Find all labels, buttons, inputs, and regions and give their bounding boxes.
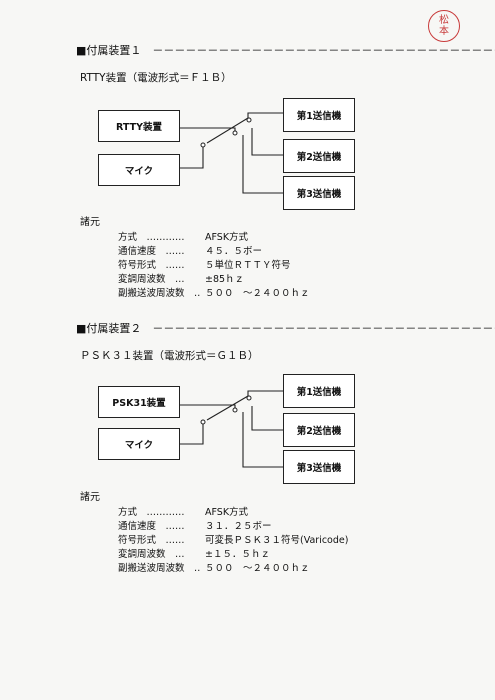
- mic-label-2: マイク: [124, 440, 154, 451]
- transmitter-1-label-s2: 第1送信機: [296, 387, 342, 398]
- rtty-device-label: RTTY装置: [116, 122, 162, 133]
- section-2-specs-title: 諸元: [80, 492, 100, 503]
- transmitter-3-box-s2: 第3送信機: [283, 450, 355, 484]
- spec-value-1-5: ５００ ～２４００ｈｚ: [205, 288, 310, 299]
- spec-key-2-2: 通信速度 ……: [118, 521, 185, 532]
- spec-value-2-4: ±１５．５ｈｚ: [205, 549, 270, 560]
- transmitter-2-label-s1: 第2送信機: [296, 152, 342, 163]
- psk31-device-box: PSK31装置: [98, 386, 180, 418]
- transmitter-1-box-s1: 第1送信機: [283, 98, 355, 132]
- transmitter-3-label-s2: 第3送信機: [296, 463, 342, 474]
- spec-key-2-1: 方式 …………: [118, 507, 185, 518]
- transmitter-1-label-s1: 第1送信機: [296, 111, 342, 122]
- section-1-specs-title: 諸元: [80, 217, 100, 228]
- seal-stamp: 松 本: [428, 10, 460, 42]
- spec-value-2-3: 可変長ＰＳＫ３１符号(Varicode): [205, 535, 349, 546]
- section-2-subtitle: ＰＳＫ３１装置（電波形式＝Ｇ１Ｂ）: [80, 350, 259, 362]
- spec-key-2-4: 変調周波数 …: [118, 549, 185, 560]
- transmitter-2-label-s2: 第2送信機: [296, 426, 342, 437]
- spec-value-1-3: ５単位ＲＴＴＹ符号: [205, 260, 291, 271]
- transmitter-3-box-s1: 第3送信機: [283, 176, 355, 210]
- seal-char-1: 松: [439, 15, 449, 26]
- spec-value-1-4: ±85ｈｚ: [205, 274, 245, 285]
- spec-key-1-5: 副搬送波周波数 ‥: [118, 288, 201, 299]
- transmitter-1-box-s2: 第1送信機: [283, 374, 355, 408]
- spec-key-1-3: 符号形式 ……: [118, 260, 185, 271]
- section-1-heading: ■付属装置１ －－－－－－－－－－－－－－－－－－－－－－－－－－－－－－－－－: [76, 44, 495, 57]
- spec-value-2-1: AFSK方式: [205, 507, 249, 518]
- spec-value-2-2: ３１．２５ボー: [205, 521, 272, 532]
- spec-key-1-1: 方式 …………: [118, 232, 185, 243]
- seal-char-2: 本: [439, 26, 449, 37]
- mic-box-1: マイク: [98, 154, 180, 186]
- transmitter-3-label-s1: 第3送信機: [296, 189, 342, 200]
- section-1-subtitle: RTTY装置（電波形式＝Ｆ１Ｂ）: [80, 72, 232, 84]
- section-2-heading: ■付属装置２ －－－－－－－－－－－－－－－－－－－－－－－－－－－－－－－－－: [76, 322, 495, 335]
- transmitter-2-box-s1: 第2送信機: [283, 139, 355, 173]
- spec-key-2-5: 副搬送波周波数 ‥: [118, 563, 201, 574]
- spec-key-2-3: 符号形式 ……: [118, 535, 185, 546]
- psk31-device-label: PSK31装置: [112, 398, 166, 409]
- rtty-device-box: RTTY装置: [98, 110, 180, 142]
- mic-label-1: マイク: [124, 166, 154, 177]
- spec-value-2-5: ５００ ～２４００ｈｚ: [205, 563, 310, 574]
- spec-key-1-4: 変調周波数 …: [118, 274, 185, 285]
- spec-value-1-2: ４５．５ボー: [205, 246, 263, 257]
- spec-key-1-2: 通信速度 ……: [118, 246, 185, 257]
- transmitter-2-box-s2: 第2送信機: [283, 413, 355, 447]
- mic-box-2: マイク: [98, 428, 180, 460]
- spec-value-1-1: AFSK方式: [205, 232, 249, 243]
